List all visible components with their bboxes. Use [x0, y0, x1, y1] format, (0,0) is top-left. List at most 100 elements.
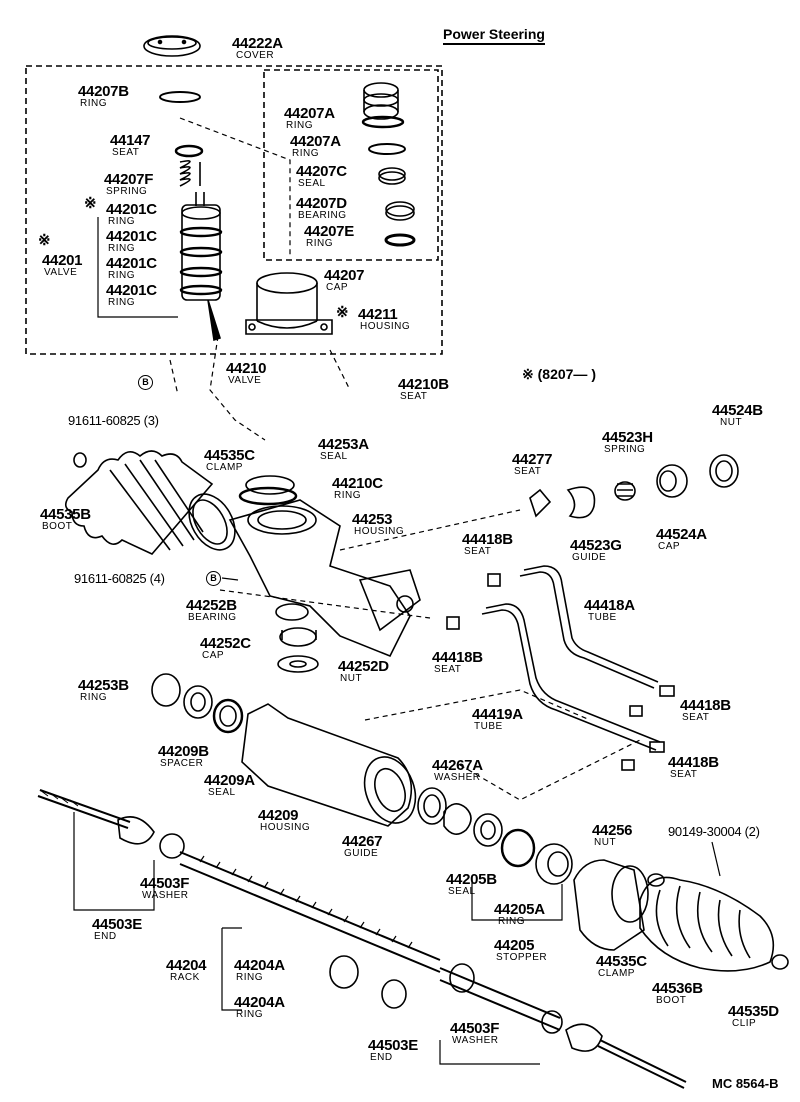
part-number: 44207E [304, 223, 354, 240]
valve-group-box [25, 65, 443, 355]
b-symbol-1: B [138, 375, 153, 390]
part-number: 44253A [318, 436, 369, 453]
part-number: 44207A [284, 105, 335, 122]
cylinder-housing [151, 673, 573, 885]
part-name: SPACER [160, 758, 204, 769]
part-name: BEARING [298, 210, 347, 221]
bolt-ref-2: 91611-60825 (4) [74, 571, 165, 586]
part-name: END [370, 1052, 393, 1063]
cap-housing [245, 272, 333, 335]
left-tie-rod [37, 789, 185, 859]
part-name: SEAL [208, 787, 236, 798]
part-number: 44201C [106, 282, 157, 299]
serial-note: ※ (8207― ) [522, 366, 596, 382]
part-number: 44277 [512, 451, 553, 468]
part-name: VALVE [228, 375, 262, 386]
part-number: 44253 [352, 511, 393, 528]
right-tie-rod [541, 1010, 687, 1089]
part-number: 44147 [110, 132, 151, 149]
part-name: WASHER [434, 772, 481, 783]
part-number: 44418B [680, 697, 731, 714]
part-number: 44253B [78, 677, 129, 694]
part-name: SEAT [682, 712, 710, 723]
part-name: RING [80, 98, 107, 109]
part-number: 44503E [368, 1037, 418, 1054]
part-name: RING [108, 270, 135, 281]
part-number: 44205A [494, 901, 545, 918]
part-number: 44207 [324, 267, 365, 284]
part-name: RING [80, 692, 107, 703]
tubes [446, 565, 675, 771]
part-name: RING [108, 297, 135, 308]
part-number: 44535C [596, 953, 647, 970]
part-number: 44252D [338, 658, 389, 675]
figure-code: MC 8564-B [712, 1076, 779, 1091]
leader-lines [169, 117, 641, 801]
part-number: 44503E [92, 916, 142, 933]
part-name: COVER [236, 50, 275, 61]
part-number: 44210B [398, 376, 449, 393]
part-number: 44207F [104, 171, 154, 188]
part-name: RING [306, 238, 333, 249]
part-name: BOOT [656, 995, 687, 1006]
part-number: 44536B [652, 980, 703, 997]
part-number: 44209 [258, 807, 299, 824]
bolt-ref-1: 91611-60825 (3) [68, 413, 159, 428]
part-name: SEAT [434, 664, 462, 675]
part-name: SEAT [400, 391, 428, 402]
part-number: 44207A [290, 133, 341, 150]
part-name: NUT [720, 417, 743, 428]
part-number: 44523G [570, 537, 622, 554]
part-name: RACK [170, 972, 200, 983]
part-number: 44222A [232, 35, 283, 52]
part-number: 44201C [106, 228, 157, 245]
part-name: SPRING [604, 444, 646, 455]
part-name: STOPPER [496, 952, 548, 963]
part-number: 44207C [296, 163, 347, 180]
part-number: 44535B [40, 506, 91, 523]
asterisk-marker-valve: ※ [38, 232, 51, 249]
part-number: 44267 [342, 833, 383, 850]
part-number: 44211 [358, 306, 398, 323]
part-name: WASHER [452, 1035, 499, 1046]
part-name: SEAL [448, 886, 476, 897]
part-number: 44204A [234, 994, 285, 1011]
part-number: 44523H [602, 429, 653, 446]
part-name: RING [286, 120, 313, 131]
part-number: 44535D [728, 1003, 779, 1020]
part-number: 44201C [106, 201, 157, 218]
part-number: 44418B [432, 649, 483, 666]
left-boot [64, 450, 236, 555]
